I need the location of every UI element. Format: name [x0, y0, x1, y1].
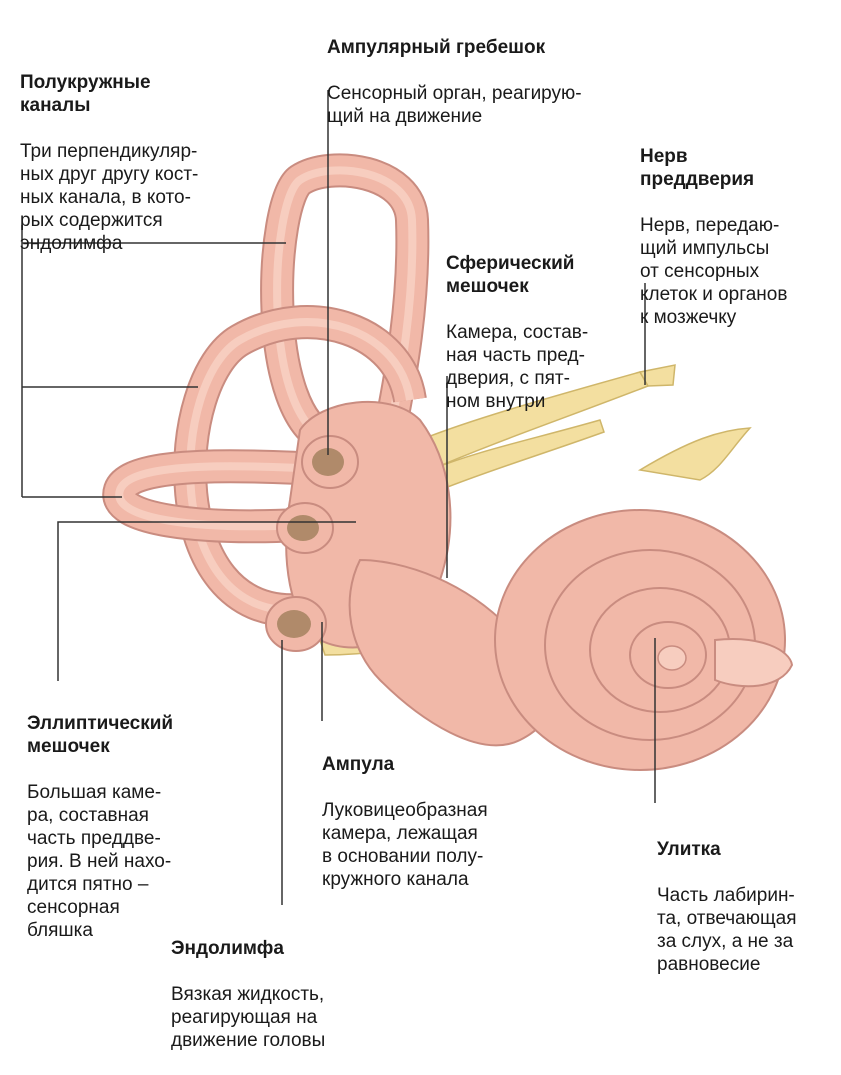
- cochlea-desc: Часть лабирин- та, отвечающая за слух, а…: [657, 885, 797, 975]
- endolymph-label: Эндолимфа Вязкая жидкость, реагирующая н…: [171, 914, 401, 1075]
- cochlea-label: Улитка Часть лабирин- та, отвечающая за …: [657, 815, 837, 999]
- vestibular-nerve-label: Нерв преддверия Нерв, передаю- щий импул…: [640, 122, 840, 352]
- cochlea-title: Улитка: [657, 839, 721, 860]
- utricle-label: Эллиптический мешочек Большая каме- ра, …: [27, 689, 227, 965]
- ampullary-crest-title: Ампулярный гребешок: [327, 37, 546, 58]
- semicircular-canals-title: Полукружные каналы: [20, 72, 151, 116]
- semicircular-canals-shape: [102, 153, 430, 628]
- vestibular-nerve-title: Нерв преддверия: [640, 146, 755, 190]
- cochlea-shape: [494, 509, 794, 771]
- endolymph-desc: Вязкая жидкость, реагирующая на движение…: [171, 984, 326, 1051]
- semicircular-leader: [21, 225, 286, 498]
- saccule-title: Сферический мешочек: [446, 253, 575, 297]
- vestibular-nerve-desc: Нерв, передаю- щий импульсы от сенсорных…: [640, 215, 788, 328]
- leader-lines: [21, 90, 656, 905]
- ampullary-crest-desc: Сенсорный орган, реагирую- щий на движен…: [327, 83, 582, 127]
- ampullary-crest-label: Ампулярный гребешок Сенсорный орган, реа…: [327, 13, 657, 151]
- inner-ear-illustration: [21, 90, 794, 905]
- saccule-desc: Камера, состав- ная часть пред- дверия, …: [446, 322, 589, 412]
- semicircular-canals-desc: Три перпендикуляр- ных друг другу кост- …: [20, 141, 199, 254]
- semicircular-canals-label: Полукружные каналы Три перпендикуляр- ны…: [20, 48, 270, 278]
- ampulla-title: Ампула: [322, 754, 395, 775]
- utricle-desc: Большая каме- ра, составная часть преддв…: [27, 782, 172, 941]
- ampulla-label: Ампула Луковицеобразная камера, лежащая …: [322, 730, 552, 914]
- utricle-title: Эллиптический мешочек: [27, 713, 174, 757]
- endolymph-title: Эндолимфа: [171, 938, 284, 959]
- utricle-leader: [57, 521, 356, 681]
- ampulla-desc: Луковицеобразная камера, лежащая в основ…: [322, 800, 488, 890]
- saccule-label: Сферический мешочек Камера, состав- ная …: [446, 229, 646, 436]
